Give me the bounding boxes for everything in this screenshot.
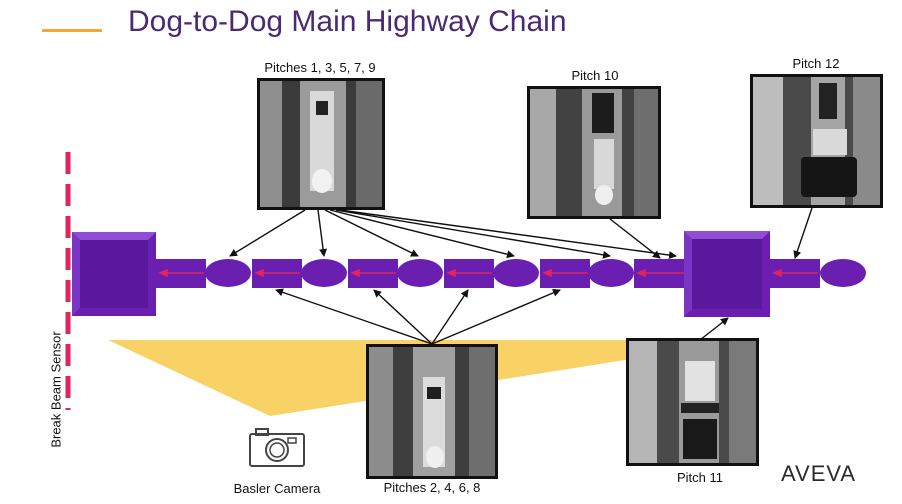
pitch-11-arrow (699, 317, 729, 341)
odd-pitches-photo (257, 78, 385, 210)
dog-block-left (72, 232, 156, 316)
aveva-logo: AVEVA (781, 461, 857, 486)
camera-label: Basler Camera (233, 481, 321, 496)
pitch-12-photo (750, 74, 883, 208)
direction-arrows (158, 268, 818, 278)
slide-title: Dog-to-Dog Main Highway Chain (128, 5, 567, 38)
odd-pitches-label: Pitches 1, 3, 5, 7, 9 (264, 60, 376, 75)
camera-icon (249, 428, 305, 467)
chain-roller (588, 259, 634, 287)
even-pitch-arrows (275, 288, 561, 345)
pitch-10-label: Pitch 10 (571, 68, 619, 83)
chain-roller (820, 259, 866, 287)
chain-roller (397, 259, 443, 287)
title-accent-line (42, 29, 102, 32)
pitch-11-photo (626, 338, 759, 466)
even-pitches-label: Pitches 2, 4, 6, 8 (383, 480, 481, 495)
dog-block-right (684, 231, 770, 317)
chain-roller (205, 259, 251, 287)
chain-roller (301, 259, 347, 287)
pitch-10-photo (527, 86, 661, 219)
chain-roller (493, 259, 539, 287)
pitch-12-label: Pitch 12 (792, 56, 840, 71)
pitch-10-arrow (609, 218, 661, 259)
even-pitches-photo (366, 344, 498, 479)
pitch-12-arrow (793, 207, 813, 259)
odd-pitch-arrows (229, 209, 677, 260)
pitch-11-label: Pitch 11 (676, 470, 723, 485)
